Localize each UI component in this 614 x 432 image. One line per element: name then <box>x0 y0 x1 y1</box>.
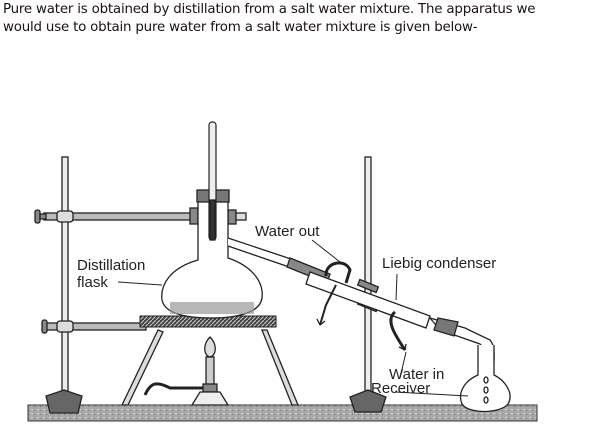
intro-line-2: would use to obtain pure water from a sa… <box>3 20 478 35</box>
thermometer <box>208 121 217 241</box>
distillation-flask <box>161 189 301 319</box>
tripod <box>120 329 299 406</box>
label-distillation: Distillation <box>77 257 145 274</box>
left-retort-stand <box>34 156 247 414</box>
label-flask: flask <box>77 274 108 291</box>
leader-lines <box>117 239 469 397</box>
intro-line-1: Pure water is obtained by distillation f… <box>3 2 536 17</box>
bench <box>27 404 538 422</box>
label-liebig-condenser: Liebig condenser <box>382 255 496 272</box>
bunsen-burner <box>143 336 230 406</box>
label-water-out: Water out <box>255 223 320 240</box>
receiver-flask <box>459 345 511 413</box>
liebig-condenser <box>286 257 495 379</box>
label-water-in: Water in <box>389 366 444 383</box>
intro-text: Pure water is obtained by distillation f… <box>3 1 614 37</box>
right-retort-stand <box>349 156 387 413</box>
label-receiver: Receiver <box>371 380 430 397</box>
